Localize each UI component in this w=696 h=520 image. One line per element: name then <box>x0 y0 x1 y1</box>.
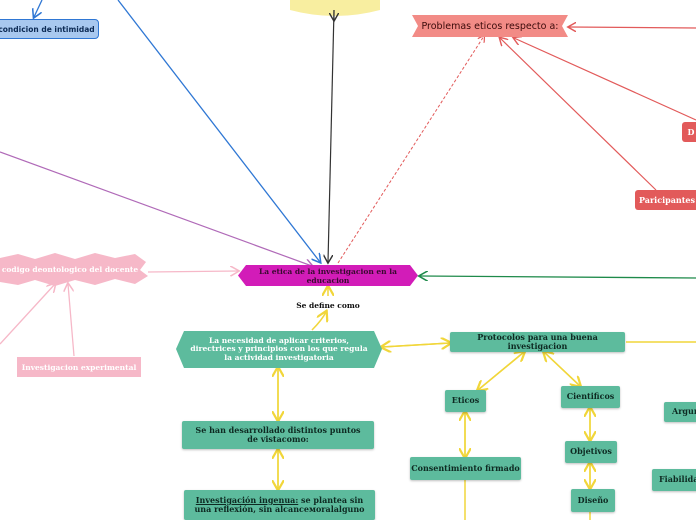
se-define-label: Se define como <box>296 300 360 310</box>
investigacion-experimental-label: Investigacion experimental <box>21 362 137 372</box>
eticos-node[interactable]: Eticos <box>445 390 486 412</box>
objetivos-node[interactable]: Objetivos <box>565 441 617 463</box>
objetivos-label: Objetivos <box>570 446 612 457</box>
codigo-node[interactable]: codigo deontologico del docente <box>0 258 140 280</box>
central-hexagon <box>238 265 418 286</box>
consentimiento-label: Consentimiento firmado <box>411 462 520 473</box>
investigacion-experimental-node[interactable]: Investigacion experimental <box>17 357 141 377</box>
diseno-label: Diseño <box>577 494 609 505</box>
ingenua-description: se plantea sin una reflexión, sin alcanc… <box>194 494 365 514</box>
top-yellow-node <box>290 0 380 16</box>
ingenua-node[interactable]: Investigación ingenua: se plantea sin un… <box>184 490 375 520</box>
central-node[interactable]: La etica de la investigacion en la educa… <box>238 265 418 286</box>
puntos-label: Se han desarrollado distintos puntos de … <box>195 424 361 444</box>
central-label: La etica de la investigacion en la educa… <box>259 266 397 285</box>
eticos-label: Eticos <box>451 395 480 406</box>
codigo-label: codigo deontologico del docente <box>1 264 139 274</box>
se-define-text: Se define como <box>278 298 378 312</box>
participantes-label: Paricipantes <box>638 195 696 205</box>
fiabilidad-label: Fiabilidad <box>659 474 696 485</box>
codigo-banner <box>0 253 148 286</box>
d-partial-node[interactable]: D <box>684 122 696 142</box>
argumentos-node[interactable]: Argum <box>664 402 696 422</box>
cientificos-label: Cientificos <box>566 391 615 402</box>
consentimiento-node[interactable]: Consentimiento firmado <box>410 457 521 480</box>
problemas-ribbon <box>412 15 568 37</box>
protocolos-label: Protocolos para una buena investigacion <box>477 331 598 351</box>
problemas-label: Problemas eticos respecto a: <box>421 20 559 32</box>
participantes-node[interactable]: Paricipantes <box>635 190 696 210</box>
intimidad-node[interactable]: condicion de intimidad <box>0 19 99 39</box>
necesidad-label: La necesidad de aplicar criterios, direc… <box>190 335 368 362</box>
protocolos-node[interactable]: Protocolos para una buena investigacion <box>450 332 625 352</box>
fiabilidad-node[interactable]: Fiabilidad <box>652 469 696 491</box>
problemas-node[interactable]: Problemas eticos respecto a: <box>418 15 562 37</box>
cientificos-node[interactable]: Cientificos <box>561 386 620 408</box>
necesidad-node[interactable]: La necesidad de aplicar criterios, direc… <box>186 332 372 367</box>
argumentos-label: Argum <box>672 406 696 417</box>
d-partial-label: D <box>687 127 695 137</box>
ingenua-text: Investigación ingenua: se plantea sin un… <box>192 494 367 514</box>
necesidad-hexagon <box>176 331 382 368</box>
ingenua-term: Investigación ingenua: <box>195 494 299 505</box>
diseno-node[interactable]: Diseño <box>571 489 615 512</box>
intimidad-label: condicion de intimidad <box>0 24 95 34</box>
puntos-node[interactable]: Se han desarrollado distintos puntos de … <box>182 421 374 449</box>
